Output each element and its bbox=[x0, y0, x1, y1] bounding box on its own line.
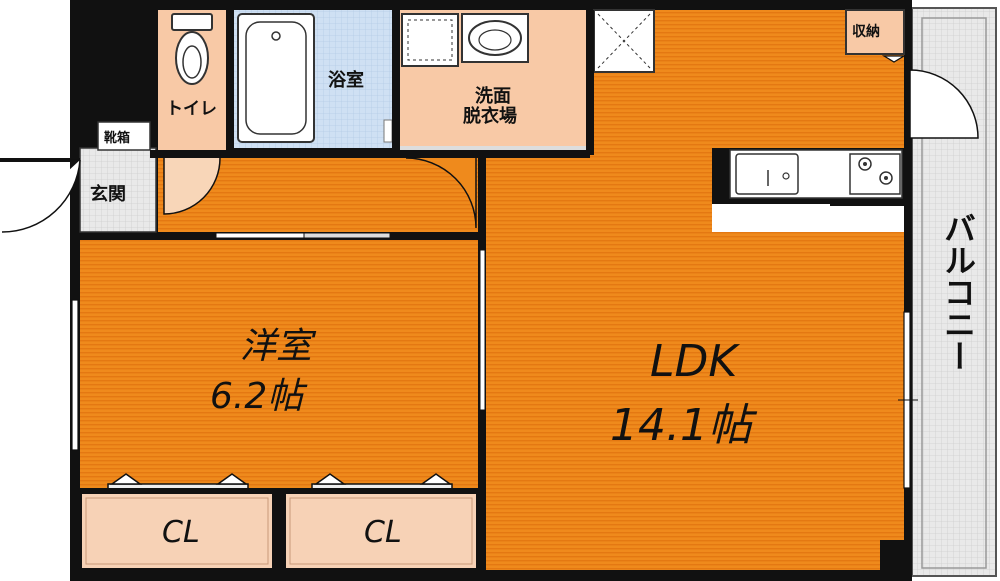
washer-space bbox=[593, 9, 655, 73]
washroom bbox=[400, 10, 586, 151]
sliding-doors bbox=[215, 232, 486, 411]
label-washroom-2: 脱衣場 bbox=[463, 105, 517, 127]
label-ldk: LDK bbox=[650, 336, 740, 387]
label-western-room: 洋室 bbox=[240, 326, 317, 367]
label-shoe-box: 靴箱 bbox=[104, 130, 130, 146]
entrance-door-swing bbox=[1, 159, 81, 233]
label-washroom-1: 洗面 bbox=[475, 85, 511, 107]
label-balcony: バルコニー bbox=[939, 212, 977, 372]
interior-doors bbox=[163, 69, 979, 229]
windows bbox=[71, 299, 918, 489]
label-toilet: トイレ bbox=[166, 99, 217, 119]
label-storage: 収納 bbox=[852, 23, 880, 40]
label-closet-1: CL bbox=[162, 515, 200, 550]
label-ldk-size: 14.1帖 bbox=[610, 400, 758, 451]
label-closet-2: CL bbox=[364, 515, 402, 550]
entrance bbox=[0, 121, 157, 233]
toilet-room bbox=[158, 10, 228, 150]
storage-closet bbox=[845, 9, 907, 63]
label-western-room-size: 6.2帖 bbox=[210, 376, 308, 417]
label-entrance: 玄関 bbox=[90, 183, 126, 205]
closet-1 bbox=[78, 490, 276, 572]
bathroom bbox=[234, 10, 393, 148]
western-room-floor bbox=[80, 240, 478, 488]
kitchen-counter bbox=[712, 148, 904, 232]
label-bath: 浴室 bbox=[328, 69, 364, 91]
closet-2 bbox=[282, 490, 480, 572]
